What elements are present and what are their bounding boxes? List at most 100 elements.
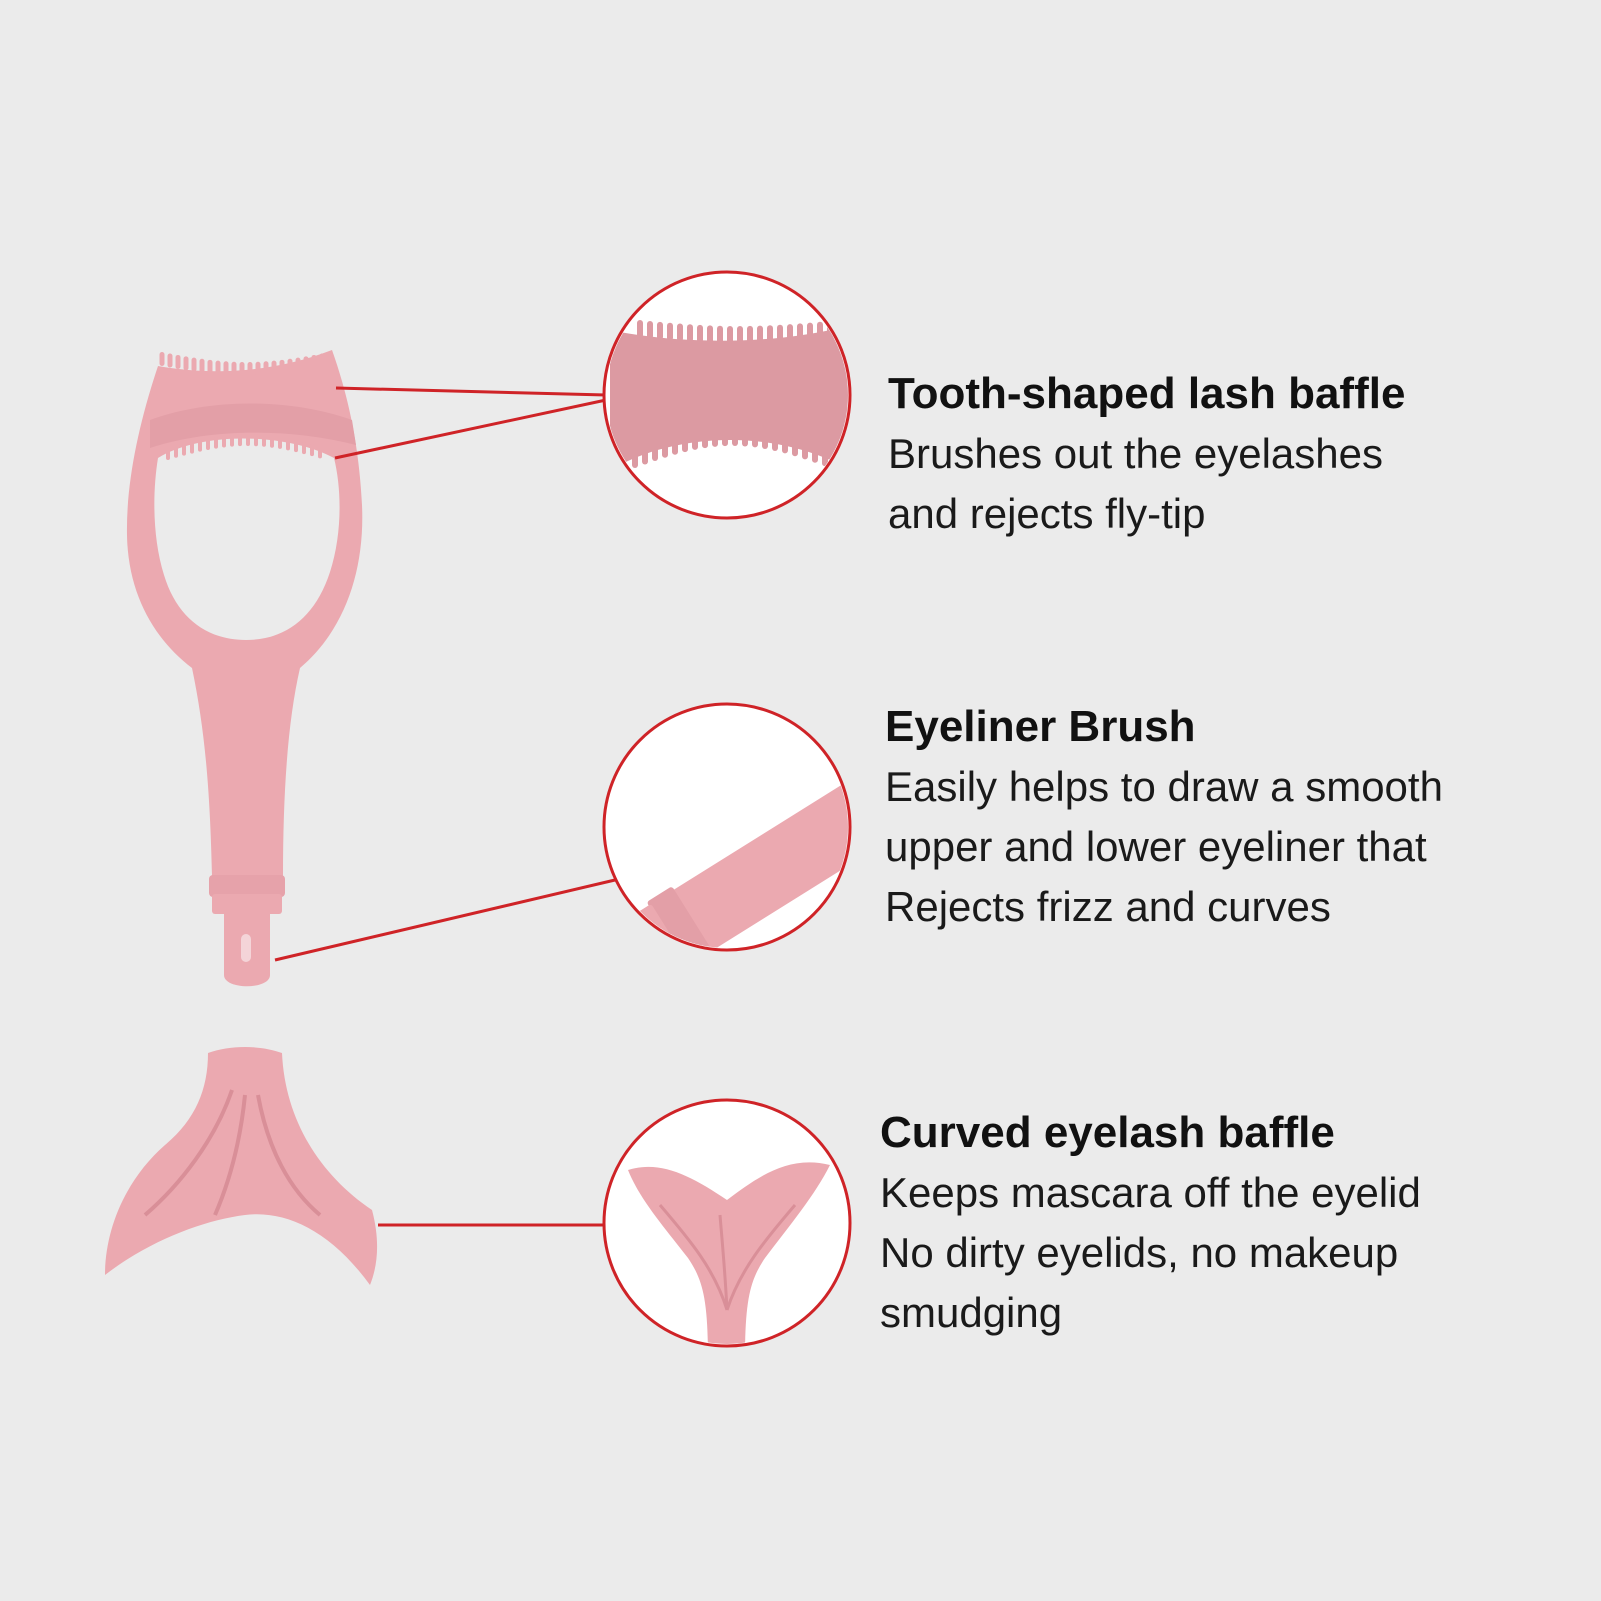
comb-tooth — [652, 441, 658, 462]
comb-tooth — [812, 442, 818, 463]
feature-line: Brushes out the eyelashes — [888, 430, 1383, 477]
comb-tooth — [762, 428, 768, 449]
comb-tooth — [782, 433, 788, 454]
callout-line — [274, 878, 616, 962]
feature-lash-baffle: Tooth-shaped lash baffle Brushes out the… — [888, 364, 1601, 544]
comb-tooth — [632, 448, 638, 468]
comb-tooth — [752, 427, 758, 448]
comb-tooth — [222, 435, 226, 448]
comb-tooth — [255, 361, 261, 376]
comb-tooth — [182, 443, 186, 456]
comb-tooth — [159, 352, 165, 366]
comb-tooth — [722, 426, 728, 447]
tool-collar — [209, 875, 285, 897]
comb-tooth — [662, 437, 668, 458]
feature-line: smudging — [880, 1289, 1063, 1336]
lower-lash-teeth — [166, 434, 322, 460]
tool-body — [126, 350, 363, 876]
comb-tooth — [254, 434, 258, 447]
closeup-bottom-teeth — [632, 426, 828, 468]
comb-tooth — [287, 358, 293, 373]
comb-tooth — [231, 361, 237, 376]
mascara-shield-tool — [126, 350, 363, 987]
comb-tooth — [271, 360, 277, 375]
feature-eyeliner-brush: Eyeliner Brush Easily helps to draw a sm… — [885, 697, 1601, 937]
comb-tooth — [682, 432, 688, 453]
comb-tooth — [302, 442, 306, 455]
comb-tooth — [286, 438, 290, 451]
comb-tooth — [183, 356, 189, 371]
feature-curved-baffle: Curved eyelash baffle Keeps mascara off … — [880, 1103, 1600, 1343]
comb-tooth — [246, 434, 250, 447]
comb-tooth — [697, 324, 703, 343]
tail-baffle-closeup — [602, 1098, 852, 1348]
feature-title: Curved eyelash baffle — [880, 1108, 1335, 1157]
comb-tooth — [263, 361, 269, 376]
comb-tooth — [214, 436, 218, 449]
comb-tooth — [207, 359, 213, 374]
tail-fin-line — [143, 1089, 234, 1217]
comb-tooth — [767, 325, 773, 344]
top-lash-teeth — [159, 352, 333, 376]
comb-tooth — [737, 325, 743, 344]
callout-line — [334, 398, 607, 460]
comb-tooth — [747, 325, 753, 344]
comb-tooth — [198, 439, 202, 452]
comb-tooth — [238, 434, 242, 447]
comb-tooth — [702, 428, 708, 449]
comb-tooth — [712, 426, 718, 447]
comb-tooth — [787, 324, 793, 343]
callout-line — [335, 386, 607, 397]
feature-line: Rejects frizz and curves — [885, 883, 1331, 930]
comb-tooth — [279, 359, 285, 374]
comb-tooth — [310, 444, 314, 457]
comb-tooth — [303, 356, 309, 371]
comb-tooth — [239, 361, 245, 376]
closeup-ring — [602, 270, 852, 520]
comb-tooth — [732, 426, 738, 447]
comb-tooth — [199, 358, 205, 373]
comb-tooth — [742, 426, 748, 447]
feature-line: No dirty eyelids, no makeup — [880, 1229, 1399, 1276]
comb-tooth — [278, 436, 282, 449]
comb-tooth — [294, 440, 298, 453]
comb-tooth — [692, 429, 698, 450]
feature-line: Keeps mascara off the eyelid — [880, 1169, 1421, 1216]
feature-title: Eyeliner Brush — [885, 702, 1196, 751]
mermaid-tail-baffle — [105, 1047, 378, 1285]
tool-collar-ring — [212, 894, 282, 914]
eyeliner-tip-closeup — [602, 702, 852, 952]
comb-tooth — [797, 323, 803, 342]
closeup-ring — [602, 1098, 852, 1348]
comb-tooth — [167, 353, 173, 368]
comb-tooth — [717, 325, 723, 344]
tail-fin-line — [213, 1094, 247, 1216]
comb-tooth — [166, 448, 170, 460]
comb-tooth — [174, 445, 178, 458]
tool-band-shade — [150, 403, 356, 448]
feature-line: upper and lower eyeliner that — [885, 823, 1427, 870]
comb-tooth — [262, 434, 266, 447]
comb-tooth — [807, 322, 813, 341]
comb-tooth — [318, 446, 322, 459]
comb-tooth — [637, 320, 643, 338]
comb-tooth — [772, 430, 778, 451]
comb-tooth — [757, 325, 763, 344]
comb-tooth — [777, 324, 783, 343]
comb-tooth — [647, 320, 653, 339]
tail-baffle-shape — [105, 1047, 378, 1285]
comb-tooth — [295, 357, 301, 372]
comb-tooth — [822, 446, 828, 467]
comb-tooth — [727, 325, 733, 344]
comb-tooth — [190, 441, 194, 454]
closeup-ring — [602, 702, 852, 952]
feature-line: Easily helps to draw a smooth — [885, 763, 1443, 810]
comb-tooth — [792, 436, 798, 457]
comb-tooth — [175, 354, 181, 369]
comb-tooth — [672, 434, 678, 455]
comb-tooth — [191, 357, 197, 372]
comb-tooth — [215, 360, 221, 375]
comb-tooth — [319, 353, 325, 368]
